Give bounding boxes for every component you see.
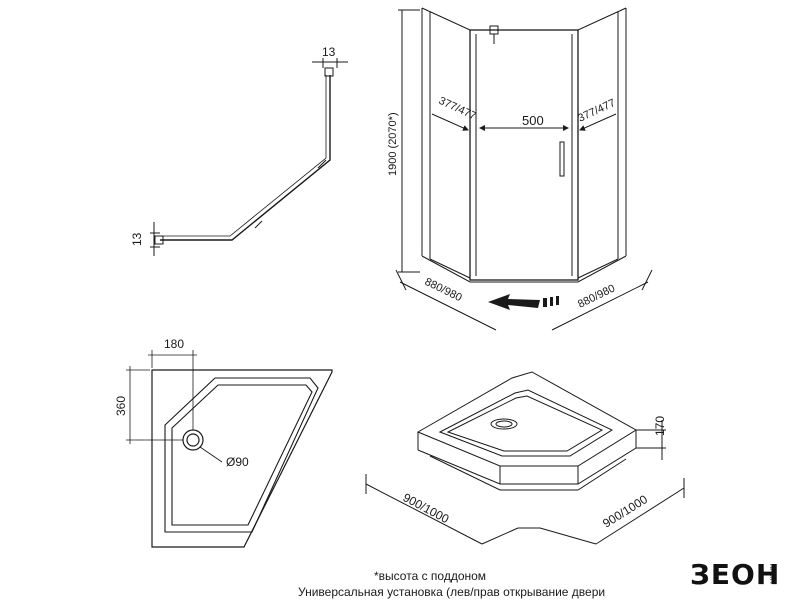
iso-drain [490, 418, 518, 430]
front-view [395, 7, 653, 331]
tray-iso [365, 371, 685, 545]
note-installation: Универсальная установка (лев/прав открыв… [298, 585, 606, 599]
base-left-dim: 880/980 [423, 276, 464, 304]
side-right-dim: 377/477 [576, 97, 617, 125]
door-frame [469, 29, 579, 281]
drain-dim: Ø90 [226, 455, 249, 469]
tray-iso-base-right-dim: 900/1000 [600, 492, 650, 531]
drain-inner [186, 433, 200, 447]
tray-plan [126, 350, 333, 548]
profile-left-dim: 13 [130, 232, 144, 246]
base-right-dim: 880/980 [576, 282, 617, 310]
brand-logo-text: ЗЕОН [690, 558, 781, 591]
profile-view [150, 58, 348, 256]
brand-logo-sub: ГРУПП [770, 564, 776, 584]
tray-iso-base-left-dim: 900/1000 [401, 490, 452, 526]
profile-top-dim: 13 [322, 45, 336, 59]
tray-iso-height-dim: 170 [653, 416, 667, 436]
height-dim: 1900 (2070*) [387, 112, 399, 176]
door-width-dim: 500 [522, 113, 544, 128]
tray-iso-top [416, 371, 637, 467]
tray-width-dim: 180 [164, 337, 184, 351]
brand-logo: ЗЕОН ГРУПП [690, 560, 780, 590]
door-opening-arrow [488, 294, 559, 310]
note-height: *высота с поддоном [374, 569, 487, 583]
tray-plan-outer [151, 369, 333, 548]
tray-height-dim: 360 [114, 396, 128, 416]
profile-outline [160, 75, 331, 241]
door-handle [559, 141, 565, 177]
